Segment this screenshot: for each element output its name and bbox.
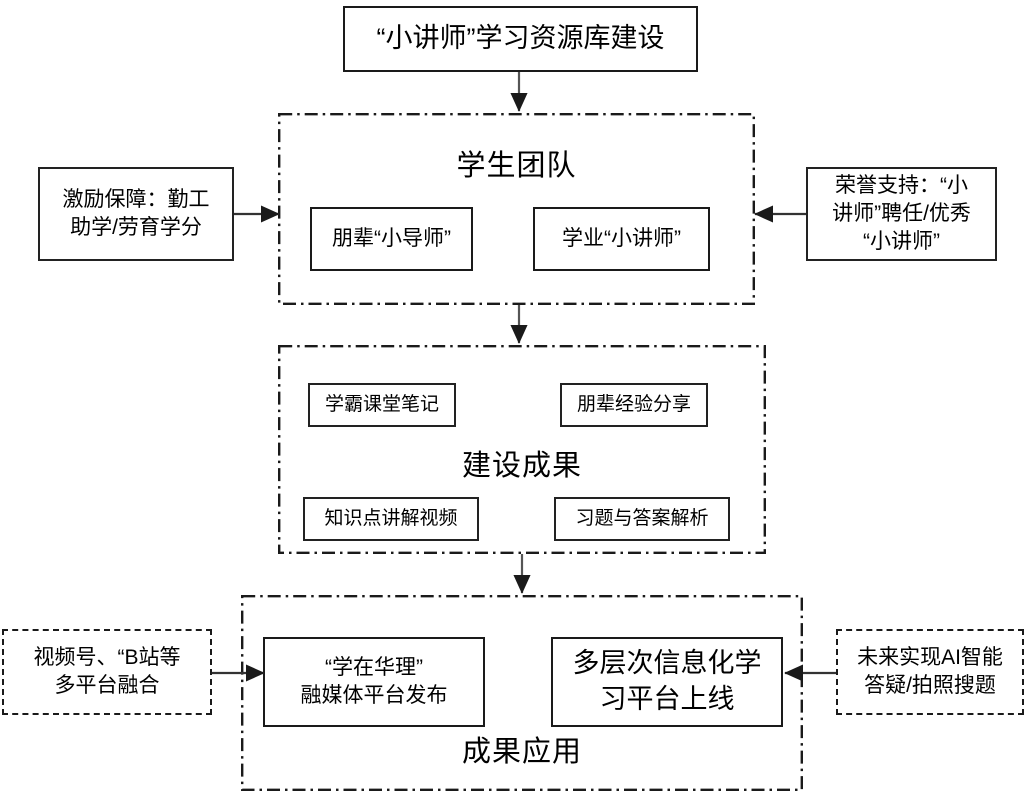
side-note-honor-support: 荣誉支持：“小 讲师”聘任/优秀 “小讲师” (806, 167, 997, 261)
title-box: “小讲师”学习资源库建设 (343, 6, 698, 72)
box-exercise-answers: 习题与答案解析 (554, 497, 730, 541)
box-peer-mentor: 朋辈“小导师” (310, 207, 473, 271)
title-box-label: “小讲师”学习资源库建设 (376, 23, 665, 54)
side-note-honor-support-label: 荣誉支持：“小 讲师”聘任/优秀 “小讲师” (832, 174, 971, 253)
box-peer-mentor-label: 朋辈“小导师” (332, 227, 451, 251)
side-note-incentive-guarantee-label: 激励保障：勤工 助学/劳育学分 (62, 188, 210, 239)
box-huali-media-platform: “学在华理” 融媒体平台发布 (263, 637, 485, 727)
side-note-multi-platform-fusion: 视频号、“B站等 多平台融合 (2, 629, 212, 715)
box-peer-experience: 朋辈经验分享 (560, 383, 708, 427)
box-knowledge-video-label: 知识点讲解视频 (324, 508, 458, 530)
side-note-future-ai: 未来实现AI智能 答疑/拍照搜题 (836, 629, 1024, 715)
side-note-incentive-guarantee: 激励保障：勤工 助学/劳育学分 (38, 167, 234, 261)
side-note-multi-platform-fusion-label: 视频号、“B站等 多平台融合 (33, 646, 181, 697)
box-exercise-answers-label: 习题与答案解析 (575, 508, 709, 530)
box-huali-media-platform-label: “学在华理” 融媒体平台发布 (300, 656, 448, 707)
group-construction-results-title: 建设成果 (461, 450, 582, 482)
group-construction-results: 建设成果 学霸课堂笔记 朋辈经验分享 知识点讲解视频 习题与答案解析 (278, 345, 766, 554)
box-knowledge-video: 知识点讲解视频 (303, 497, 479, 541)
group-student-team-title: 学生团队 (456, 150, 577, 182)
box-academic-lecturer: 学业“小讲师” (533, 207, 710, 271)
group-results-application-title: 成果应用 (461, 736, 582, 768)
side-note-future-ai-label: 未来实现AI智能 答疑/拍照搜题 (857, 646, 1003, 697)
box-multilevel-platform-label: 多层次信息化学 习平台上线 (572, 648, 762, 714)
box-class-notes-label: 学霸课堂笔记 (324, 394, 439, 416)
box-multilevel-platform: 多层次信息化学 习平台上线 (551, 637, 783, 727)
group-results-application: 成果应用 “学在华理” 融媒体平台发布 多层次信息化学 习平台上线 (241, 595, 803, 791)
box-peer-experience-label: 朋辈经验分享 (576, 394, 691, 416)
group-student-team: 学生团队 朋辈“小导师” 学业“小讲师” (278, 113, 755, 305)
box-academic-lecturer-label: 学业“小讲师” (562, 227, 681, 251)
box-class-notes: 学霸课堂笔记 (308, 383, 456, 427)
